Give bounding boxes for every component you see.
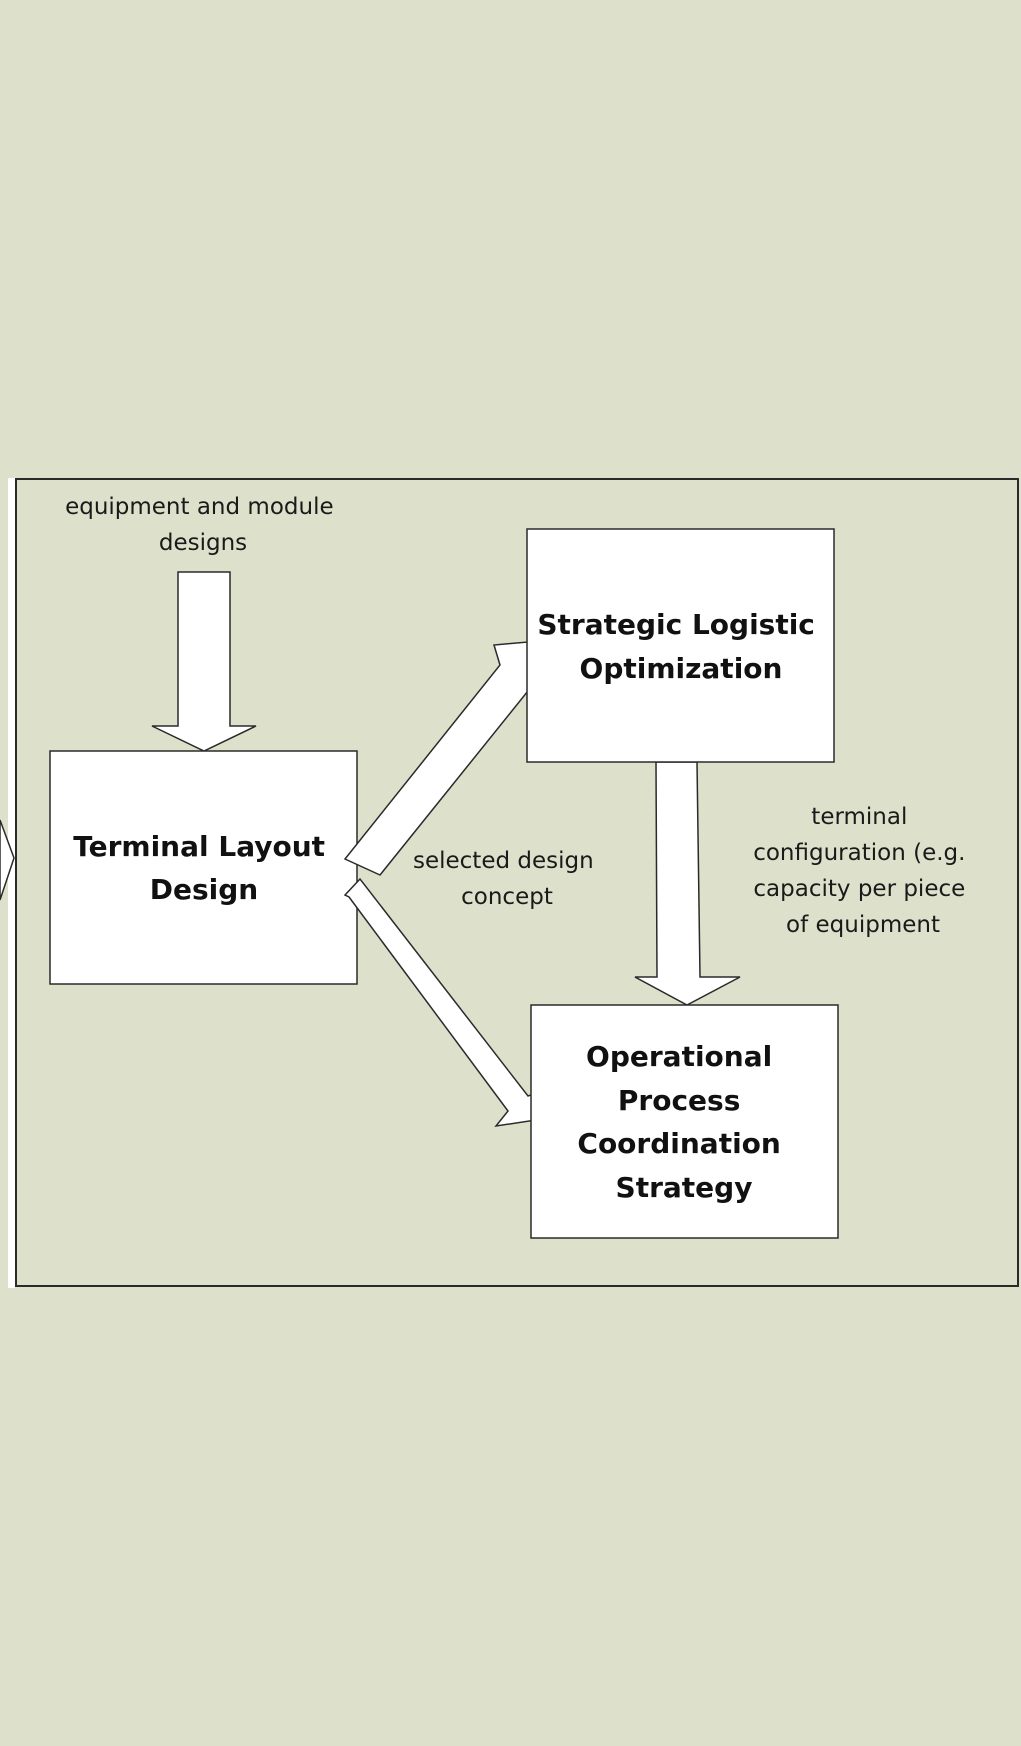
label-line: designs [159,530,247,556]
box-operational-process-coordination-strategy[interactable] [530,1004,839,1239]
label-line: capacity per piece [753,876,965,902]
box-terminal-layout-design[interactable] [49,750,358,985]
label-line: concept [461,884,553,910]
label-equipment-module-designs: equipment and module designs [65,494,341,556]
title-line: Optimization [580,652,783,685]
title-line: Process [618,1084,741,1117]
arrow-down-strategic-to-operational [634,761,741,1006]
arrow-down-equipment-to-layout [151,571,257,752]
label-line: equipment and module [65,494,334,520]
box-strategic-logistic-optimization[interactable] [526,528,835,763]
arrow-diagonal-layout-to-operational [343,877,548,1128]
title-line: Strategic Logistic [537,608,815,641]
title-line: Strategy [616,1171,753,1204]
title-line: Design [150,873,258,906]
label-line: selected design [413,848,594,874]
box-terminal-layout-title: Terminal Layout Design [73,830,335,906]
cropped-arrow-head [0,819,15,901]
label-terminal-configuration: terminal configuration (e.g. capacity pe… [753,804,973,938]
label-line: of equipment [786,912,940,938]
label-line: terminal [811,804,907,830]
title-line: Operational [586,1040,772,1073]
title-line: Coordination [577,1127,780,1160]
left-edge-strip [8,478,15,1288]
diagram-frame [15,478,1019,1287]
box-operational-process-title: Operational Process Coordination Strateg… [577,1040,790,1204]
label-selected-design-concept: selected design concept [413,848,601,910]
label-line: configuration (e.g. [753,840,965,866]
box-strategic-logistic-title: Strategic Logistic Optimization [537,608,824,685]
title-line: Terminal Layout [73,830,325,863]
arrow-diagonal-layout-to-strategic [343,641,544,876]
